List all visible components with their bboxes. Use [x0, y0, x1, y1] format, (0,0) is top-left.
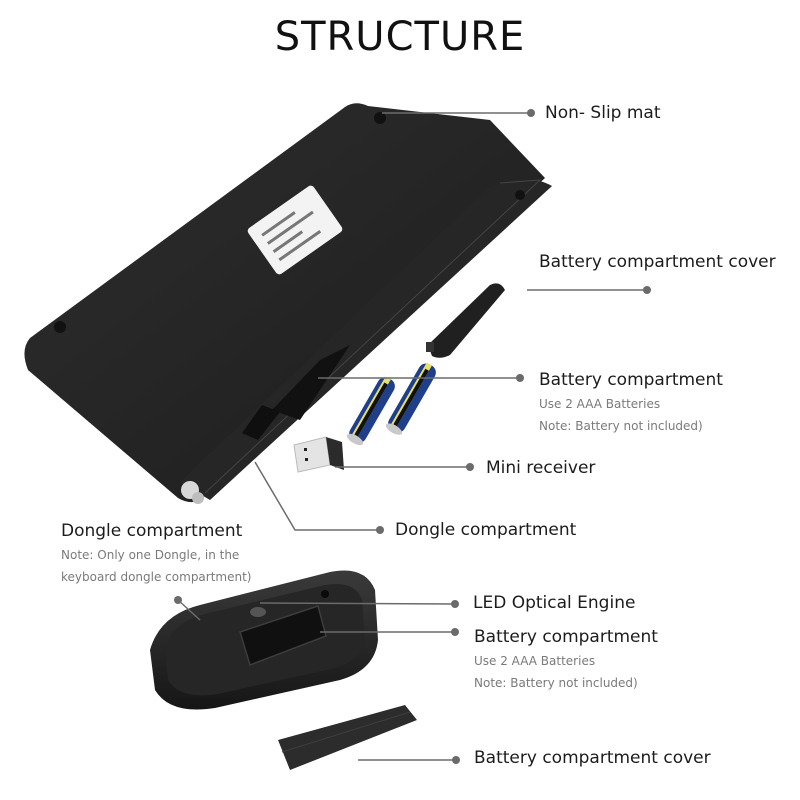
leader-lines: [177, 112, 647, 761]
label-keyboard-battery-compartment: Battery compartment: [539, 370, 723, 390]
mouse-battery-cover: [278, 705, 417, 770]
aaa-batteries: [346, 362, 436, 446]
label-keyboard-battery-cover: Battery compartment cover: [539, 252, 776, 272]
callout-dot: [466, 463, 474, 471]
note-mouse-battery-included: Note: Battery not included): [474, 676, 638, 690]
page-title: STRUCTURE: [274, 14, 526, 60]
label-keyboard-dongle-compartment: Dongle compartment: [395, 520, 577, 540]
keyboard-bottom-view: [24, 103, 552, 504]
callout-dot: [643, 286, 651, 294]
keyboard-battery-cover: [426, 283, 505, 358]
note-mouse-battery-type: Use 2 AAA Batteries: [474, 654, 596, 668]
callout-dot: [451, 600, 459, 608]
label-non-slip-mat: Non- Slip mat: [545, 103, 661, 123]
label-led-optical-engine: LED Optical Engine: [473, 593, 636, 613]
label-mouse-battery-cover: Battery compartment cover: [474, 748, 711, 768]
note-dongle-count: Note: Only one Dongle, in the: [61, 548, 240, 562]
label-mini-receiver: Mini receiver: [486, 458, 596, 478]
callout-dot: [451, 628, 459, 636]
note-dongle-location: keyboard dongle compartment): [61, 570, 252, 584]
callout-dot: [527, 109, 535, 117]
mouse-bottom-view: [150, 570, 378, 710]
callout-dot: [516, 374, 524, 382]
label-mouse-dongle-compartment: Dongle compartment: [61, 521, 243, 541]
label-mouse-battery-compartment: Battery compartment: [474, 627, 658, 647]
callout-keyboard-battery-compartment: Battery compartment Use 2 AAA Batteries …: [539, 370, 723, 437]
callout-dot: [376, 526, 384, 534]
callout-dot: [174, 596, 182, 604]
callout-dot: [452, 756, 460, 764]
callout-mouse-battery-compartment: Battery compartment Use 2 AAA Batteries …: [474, 627, 658, 694]
usb-mini-receiver: [293, 436, 344, 473]
callout-mouse-dongle-compartment: Dongle compartment Note: Only one Dongle…: [61, 521, 252, 588]
note-keyboard-battery-included: Note: Battery not included): [539, 419, 703, 433]
note-keyboard-battery-type: Use 2 AAA Batteries: [539, 397, 661, 411]
